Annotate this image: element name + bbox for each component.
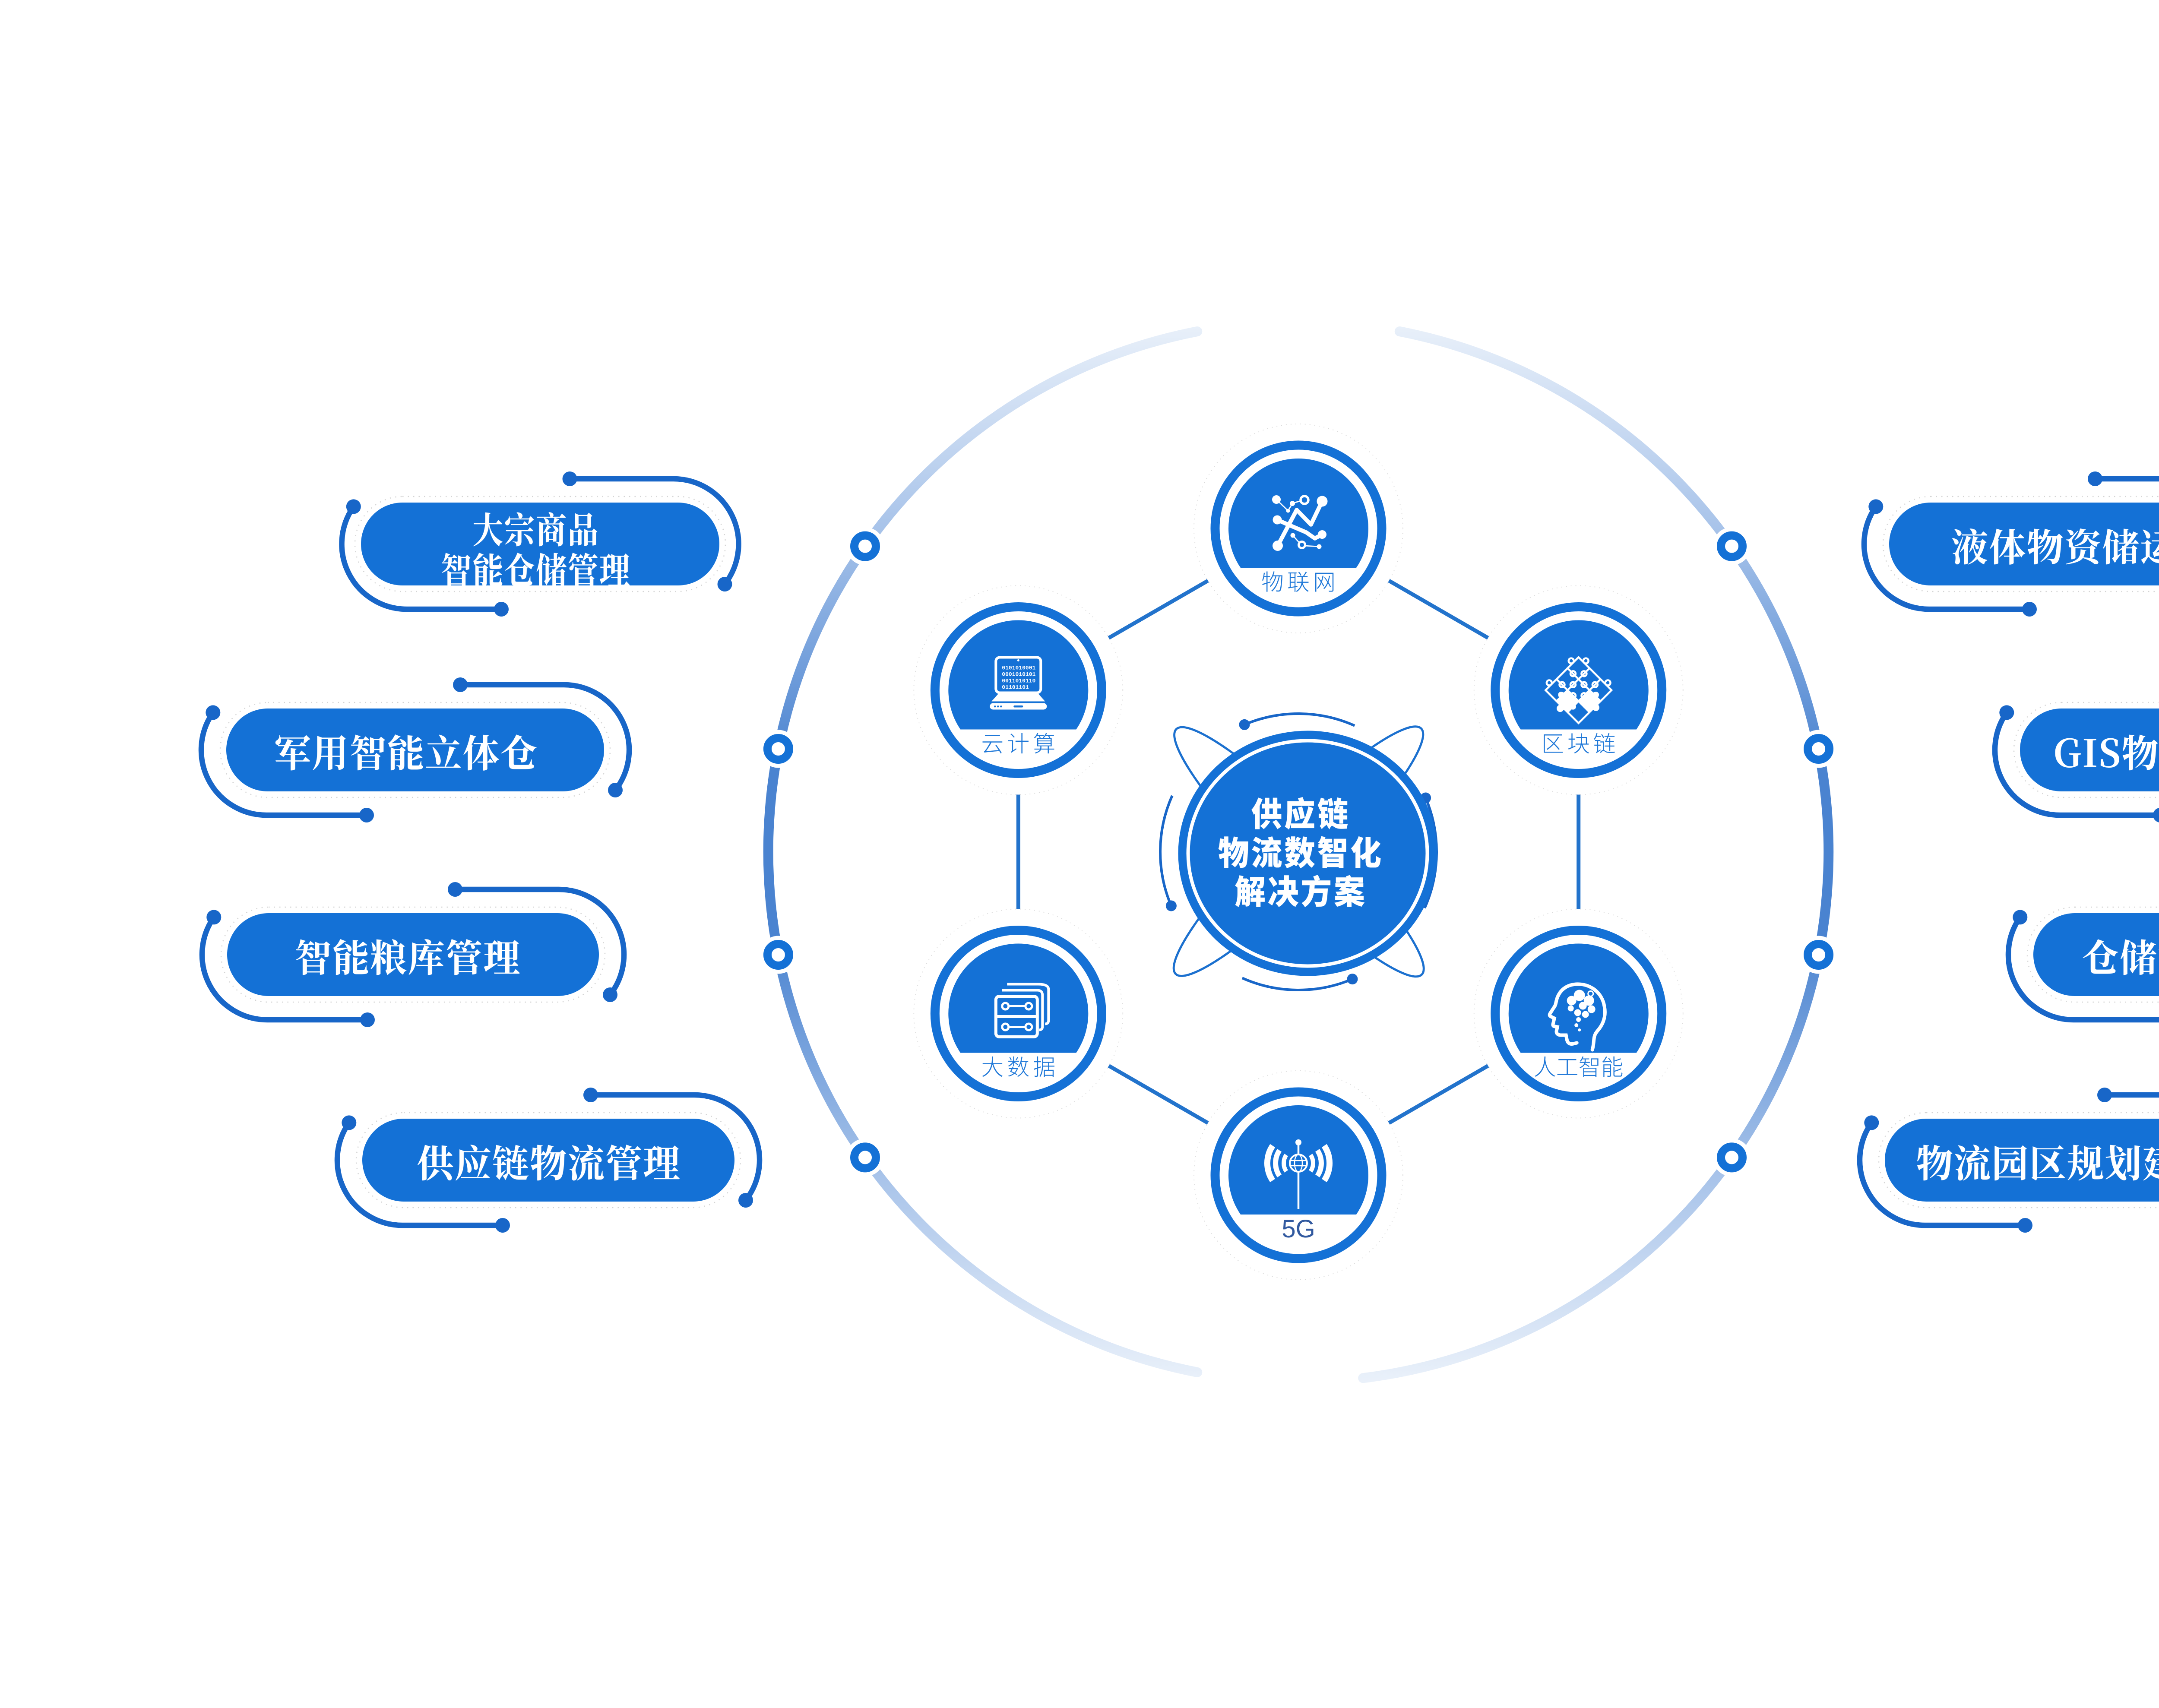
svg-text:0101010001: 0101010001 [1002,665,1035,671]
svg-text:01101101: 01101101 [1002,684,1029,691]
svg-text:0001010101: 0001010101 [1002,671,1035,678]
svg-text:0011010110: 0011010110 [1002,678,1035,684]
svg-text:5G: 5G [1282,1215,1315,1243]
